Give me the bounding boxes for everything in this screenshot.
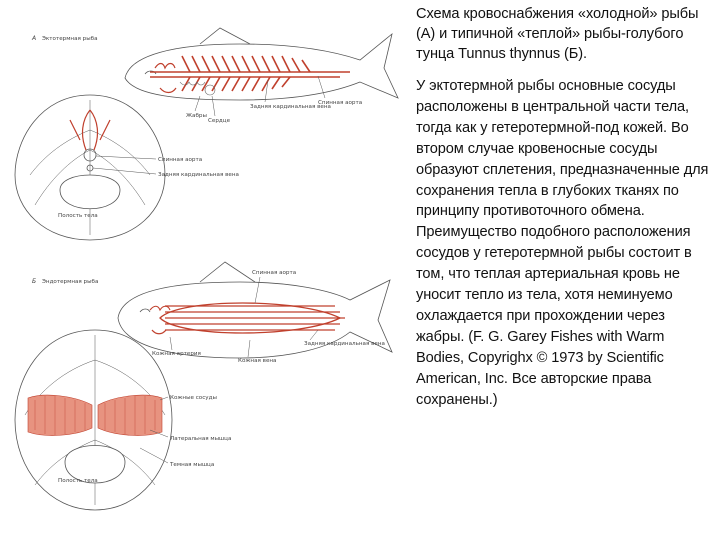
ectotherm-cross-section [14,94,166,241]
lateral-muscle-drawing [27,394,163,436]
caption-column: Схема кровоснабжения «холодной» рыбы (А)… [416,4,716,411]
ectotherm-section-vessels [69,109,111,151]
blood-supply-figure: A Эктотермная рыба Жабры Сердце Задняя к… [14,27,399,511]
panel-b-letter: Б [32,278,36,285]
label-heart-a: Сердце [208,118,231,124]
figure-title: Схема кровоснабжения «холодной» рыбы (А)… [416,6,699,62]
ectotherm-vessels [150,55,350,94]
figure-description: У эктотермной рыбы основные сосуды распо… [416,78,709,408]
figure-drawing: A Эктотермная рыба Жабры Сердце Задняя к… [14,27,399,511]
panel-a-title: Эктотермная рыба [42,36,98,42]
label-dorsal-aorta-b: Спинная аорта [252,270,296,276]
label-lateral-muscle: Латеральная мышца [170,436,231,442]
ectotherm-fish [124,27,399,101]
label-gills-a: Жабры [186,113,207,119]
label-body-cavity-b: Полость тела [58,478,98,484]
panel-b-title: Эндотермная рыба [42,279,98,285]
label-skin-vessels: Кожные сосуды [170,395,217,401]
label-dark-muscle: Темная мышца [169,462,214,468]
endotherm-vessels [149,302,345,335]
label-post-cardinal-a2: Задняя кардинальная вена [158,172,239,178]
endotherm-fish [117,261,393,359]
label-skin-artery: Кожная артерия [152,351,201,357]
label-body-cavity-a: Полость тела [58,213,98,219]
label-skin-vein: Кожная вена [238,358,276,364]
label-post-cardinal-a: Задняя кардинальная вена [250,104,331,110]
label-dorsal-aorta-a2: Спинная аорта [158,157,202,163]
endotherm-cross-section [14,329,173,511]
label-dorsal-aorta-a: Спинная аорта [318,100,362,106]
panel-a-letter: A [31,35,36,42]
gills-a-drawing [179,81,216,96]
label-post-cardinal-b: Задняя кардинальная вена [304,341,385,347]
